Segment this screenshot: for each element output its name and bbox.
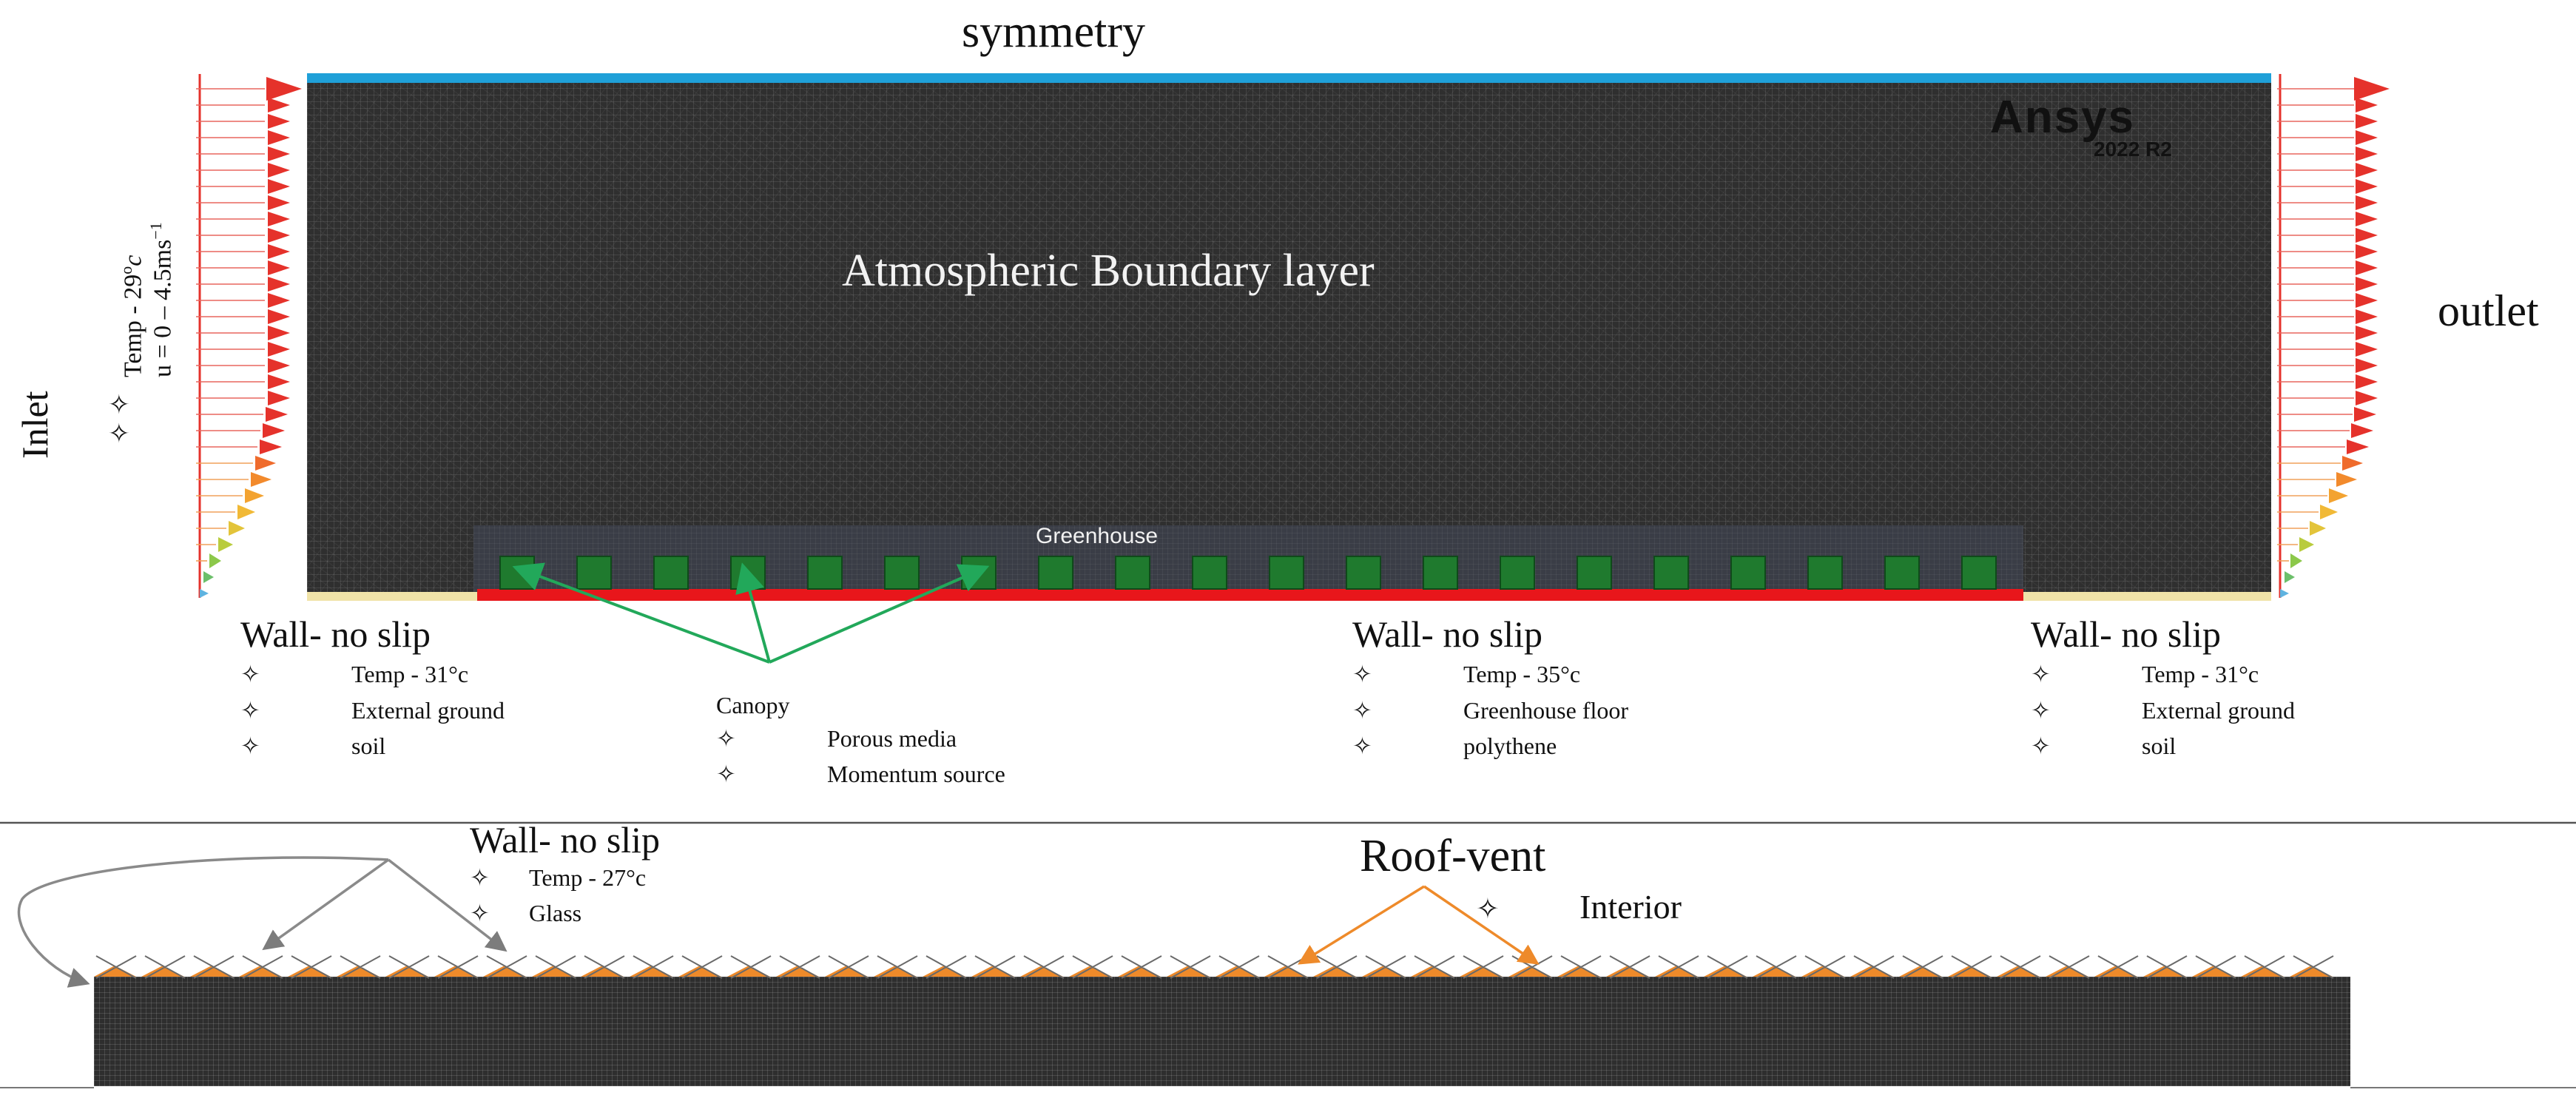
star-bullet-icon: ✧: [1352, 661, 1372, 687]
ground-wall-left: [307, 592, 477, 601]
greenhouse-label: Greenhouse: [1036, 524, 1159, 548]
left-wall-item: ✧soil: [240, 733, 386, 759]
canopy-blocks: [499, 556, 1997, 590]
ansys-logo: Ansys: [1990, 92, 2136, 143]
canopy-pointer-arrows: [512, 562, 990, 664]
inlet-label: Inlet: [14, 391, 55, 459]
outlet-velocity-profile: [2277, 74, 2390, 598]
abl-label: Atmospheric Boundary layer: [842, 246, 1375, 296]
star-bullet-icon: ✧: [1352, 733, 1372, 759]
right-wall-item: ✧Temp - 31°c: [2031, 661, 2259, 687]
star-bullet-icon: ✧: [1352, 697, 1372, 724]
glass-wall-item: ✧Temp - 27°c: [470, 864, 647, 891]
star-bullet-icon: ✧: [716, 761, 736, 787]
star-bullet-icon: ✧ ✧: [105, 392, 135, 444]
right-wall-item: ✧soil: [2031, 733, 2177, 759]
symmetry-label: symmetry: [962, 7, 1145, 57]
right-wall-item: ✧External ground: [2031, 697, 2296, 724]
star-bullet-icon: ✧: [716, 725, 736, 752]
left-wall-title: Wall- no slip: [240, 613, 431, 655]
symmetry-boundary: [307, 73, 2271, 83]
left-wall-item: ✧Temp - 31°c: [240, 661, 469, 687]
ansys-version: 2022 R2: [2094, 138, 2172, 161]
star-bullet-icon: ✧: [470, 900, 490, 926]
inlet-velocity-label: u = 0 – 4.5ms−1: [146, 222, 177, 377]
right-wall-title: Wall- no slip: [2031, 613, 2222, 655]
center-wall-item: ✧Temp - 35°c: [1352, 661, 1581, 687]
roof-vent-row: [94, 955, 2334, 979]
glass-pointer-arrows: [17, 856, 508, 988]
roof-vent-pointer-arrows: [1298, 885, 1540, 965]
roof-vent-label: Roof-vent: [1360, 831, 1546, 881]
greenhouse-interior-mesh: [94, 977, 2350, 1086]
center-wall-item: ✧polythene: [1352, 733, 1557, 759]
interior-label: ✧Interior: [1476, 888, 1682, 926]
greenhouse-floor-wall: [477, 589, 2023, 601]
center-wall-item: ✧Greenhouse floor: [1352, 697, 1629, 724]
star-bullet-icon: ✧: [1476, 894, 1500, 925]
glass-wall-item: ✧Glass: [470, 900, 582, 926]
canopy-title: Canopy: [716, 692, 790, 718]
star-bullet-icon: ✧: [240, 697, 260, 724]
inlet-velocity-profile: [196, 74, 302, 598]
star-bullet-icon: ✧: [2031, 661, 2051, 687]
star-bullet-icon: ✧: [240, 733, 260, 759]
canopy-item: ✧Porous media: [716, 725, 957, 752]
left-wall-item: ✧External ground: [240, 697, 505, 724]
inlet-temperature-label: Temp - 29oc: [117, 255, 147, 377]
ground-wall-right: [2023, 592, 2271, 601]
star-bullet-icon: ✧: [470, 864, 490, 891]
center-wall-title: Wall- no slip: [1352, 613, 1543, 655]
star-bullet-icon: ✧: [2031, 733, 2051, 759]
domain-mesh: [307, 77, 2271, 595]
star-bullet-icon: ✧: [2031, 697, 2051, 724]
glass-wall-title: Wall- no slip: [470, 819, 661, 861]
canopy-item: ✧Momentum source: [716, 761, 1005, 787]
star-bullet-icon: ✧: [240, 661, 260, 687]
outlet-label: outlet: [2438, 286, 2539, 335]
